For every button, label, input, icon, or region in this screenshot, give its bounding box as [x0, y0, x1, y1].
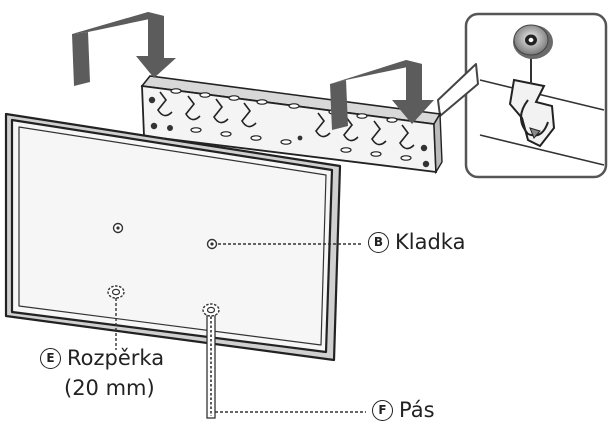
pulley-badge: B [368, 231, 389, 253]
right-mount-arrow [330, 60, 434, 130]
pulley-text: Kladka [395, 230, 466, 254]
spacer-icon [107, 285, 125, 299]
strap-label: F Pás [372, 398, 435, 422]
spacer-label: E Rozpěrka [40, 346, 164, 370]
inset-callout [437, 63, 479, 117]
pulley-hole-icon [206, 238, 218, 250]
spacer-subtext: (20 mm) [64, 376, 155, 400]
inset-hook-icon [508, 78, 556, 148]
left-mount-arrow [72, 12, 176, 86]
pulley-label: B Kladka [368, 230, 465, 254]
strap-icon [202, 303, 220, 419]
strap-badge: F [372, 399, 393, 421]
spacer-text: Rozpěrka [67, 346, 165, 370]
tv-back [4, 112, 342, 362]
inset-detail [464, 12, 608, 179]
spacer-badge: E [40, 347, 61, 369]
strap-text: Pás [399, 398, 435, 422]
inset-pulley-icon [513, 24, 553, 84]
screw-hole-icon [112, 222, 124, 234]
